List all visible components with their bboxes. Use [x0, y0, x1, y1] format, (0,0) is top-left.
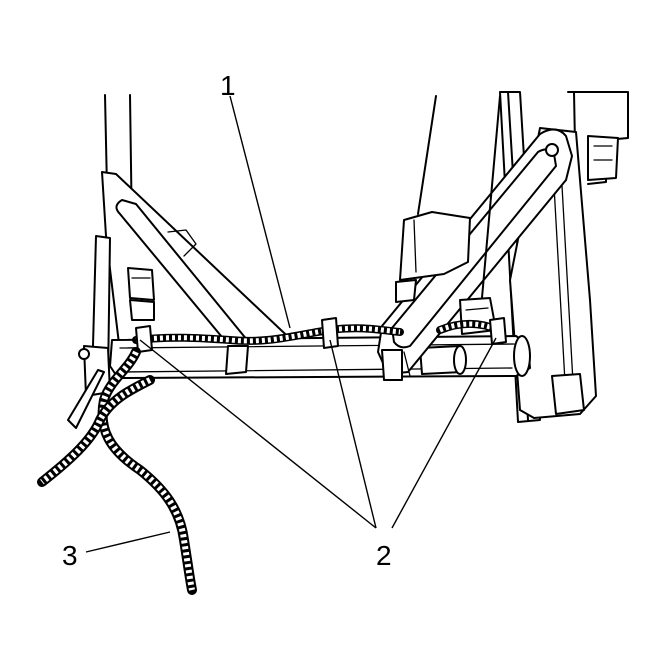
- leader-line-2c: [391, 337, 497, 529]
- right-diagonal-arm: [377, 128, 573, 381]
- leader-line-2b: [329, 339, 377, 529]
- cross-tube: [109, 335, 531, 379]
- left-connector: [127, 267, 155, 321]
- left-side-panel: [67, 235, 111, 429]
- wiring-harness-drop: [37, 347, 197, 595]
- leader-line-1: [229, 95, 291, 329]
- leader-lines: [85, 95, 497, 553]
- callout-1: 1: [220, 70, 236, 101]
- callout-2: 2: [376, 540, 392, 571]
- leader-line-2a: [139, 339, 377, 529]
- leader-line-3: [85, 531, 171, 553]
- callout-3: 3: [62, 540, 78, 571]
